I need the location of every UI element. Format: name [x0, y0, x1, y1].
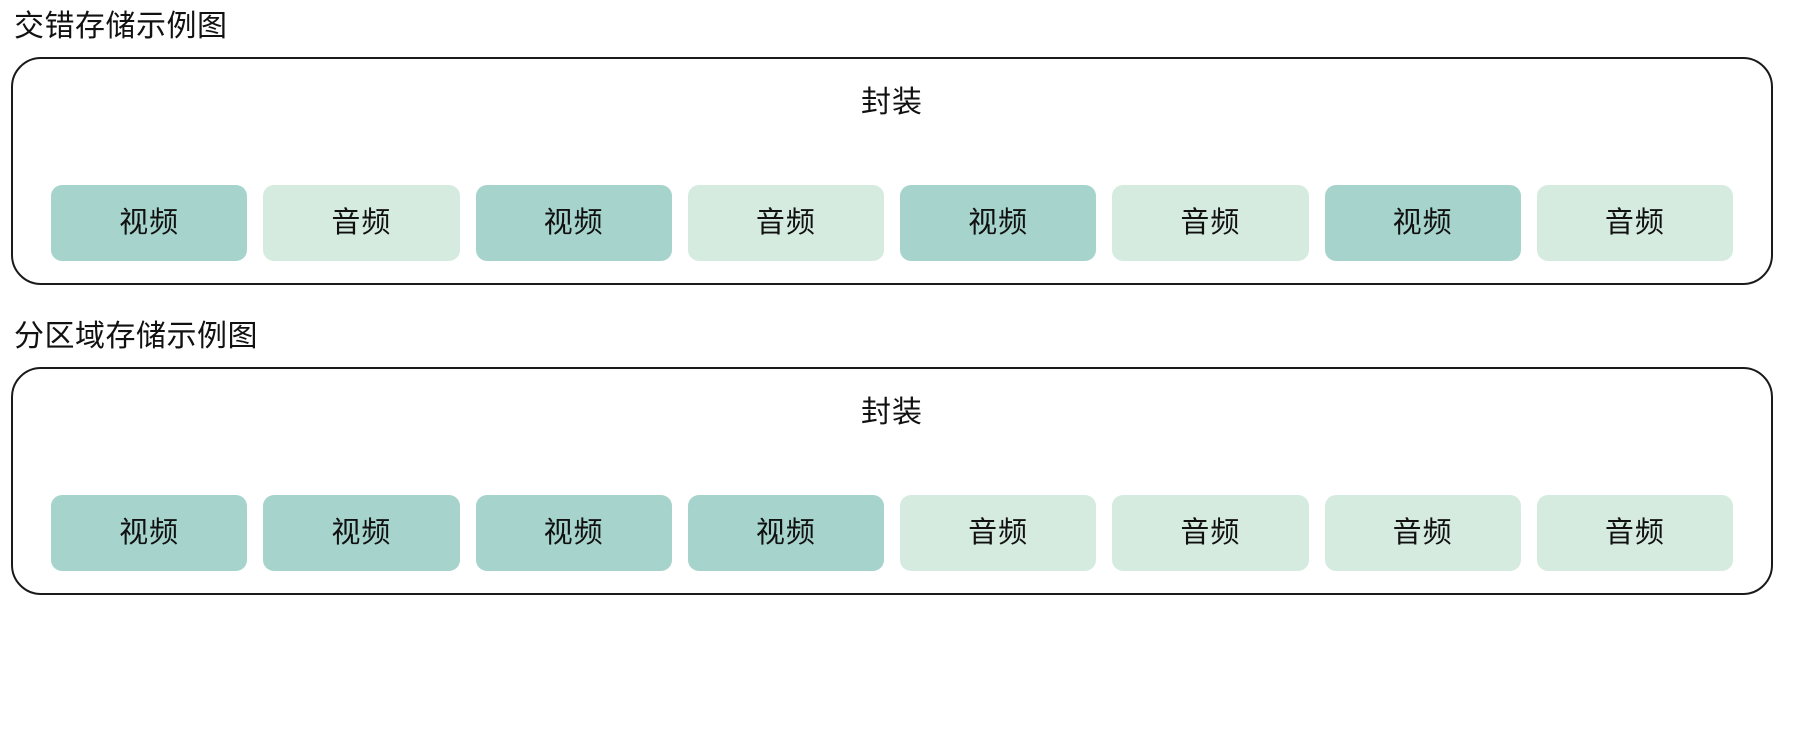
chip-video: 视频 [51, 185, 248, 261]
chip-label: 音频 [331, 206, 392, 239]
chip-video: 视频 [900, 185, 1097, 261]
chip-label: 音频 [1604, 516, 1665, 549]
chip-video: 视频 [51, 495, 248, 571]
chip-label: 音频 [1604, 206, 1665, 239]
chip-audio: 音频 [1324, 495, 1521, 571]
chip-audio: 音频 [1536, 185, 1733, 261]
chip-video: 视频 [475, 185, 672, 261]
chip-label: 视频 [1392, 206, 1453, 239]
chip-label: 视频 [331, 516, 392, 549]
chip-label: 视频 [119, 516, 180, 549]
chip-label: 音频 [755, 206, 816, 239]
chip-label: 音频 [968, 516, 1029, 549]
chip-video: 视频 [1324, 185, 1521, 261]
chip-video: 视频 [263, 495, 460, 571]
section-title-partitioned: 分区域存储示例图 [14, 320, 258, 353]
chip-label: 视频 [543, 206, 604, 239]
section-partitioned-storage: 分区域存储示例图 封装 视频 视频 视频 视频 音频 [0, 310, 1801, 595]
chip-audio: 音频 [263, 185, 460, 261]
chip-label: 音频 [1180, 206, 1241, 239]
container-label-partitioned: 封装 [861, 396, 923, 429]
chip-label: 音频 [1392, 516, 1453, 549]
container-label-interleaved: 封装 [861, 86, 923, 119]
chip-audio: 音频 [1112, 495, 1309, 571]
chip-label: 视频 [543, 516, 604, 549]
chip-strip-interleaved: 视频 音频 视频 音频 视频 音频 视频 [51, 185, 1733, 261]
chip-label: 视频 [119, 206, 180, 239]
container-box-partitioned: 封装 视频 视频 视频 视频 音频 音频 [11, 367, 1773, 595]
chip-video: 视频 [475, 495, 672, 571]
section-title-interleaved: 交错存储示例图 [14, 10, 228, 43]
chip-strip-partitioned: 视频 视频 视频 视频 音频 音频 音频 [51, 495, 1733, 571]
chip-label: 视频 [755, 516, 816, 549]
chip-audio: 音频 [687, 185, 884, 261]
chip-audio: 音频 [1536, 495, 1733, 571]
container-box-interleaved: 封装 视频 音频 视频 音频 视频 音频 [11, 57, 1773, 285]
chip-label: 视频 [968, 206, 1029, 239]
chip-audio: 音频 [1112, 185, 1309, 261]
chip-label: 音频 [1180, 516, 1241, 549]
section-interleaved-storage: 交错存储示例图 封装 视频 音频 视频 音频 视频 [0, 0, 1801, 285]
chip-audio: 音频 [900, 495, 1097, 571]
chip-video: 视频 [687, 495, 884, 571]
